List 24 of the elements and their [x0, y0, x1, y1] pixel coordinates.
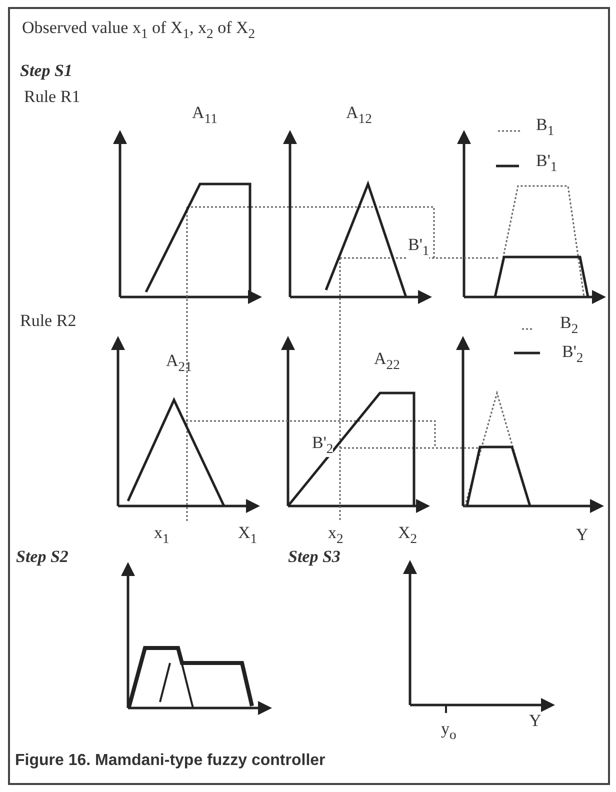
- plot-label: A$_{12}$: [346, 104, 372, 127]
- plot-label: x$_{2}$: [328, 524, 344, 547]
- step-heading: Step S3: [288, 548, 340, 567]
- plot-label: B'$_{1}$: [408, 236, 430, 259]
- step-heading: Step S1: [20, 62, 72, 81]
- plot-label: y$_{o}$: [441, 720, 456, 743]
- plot-label: Observed value x$_{1}$ of X$_{1}$, x$_{2}$ of X$_{2}$: [22, 19, 256, 42]
- legend-label: B$_{2}$: [560, 314, 578, 337]
- plot-label: Y: [576, 526, 588, 545]
- plot-label: Rule R1: [24, 88, 80, 107]
- plot-label: A$_{22}$: [374, 350, 400, 373]
- legend-label: B'$_{2}$: [562, 343, 584, 366]
- plot-label: X$_{2}$: [398, 524, 418, 547]
- plot-label: x$_{1}$: [154, 524, 170, 547]
- step-heading: Step S2: [16, 548, 68, 567]
- plot-label: A$_{11}$: [192, 104, 218, 127]
- legend-label: B'$_{1}$: [536, 152, 558, 175]
- legend-label: B$_{1}$: [536, 116, 554, 139]
- plot-label: Rule R2: [20, 312, 76, 331]
- plot-label: B'$_{2}$: [312, 434, 334, 457]
- figure-caption: Figure 16. Mamdani-type fuzzy controller: [15, 752, 326, 770]
- plot-label: A$_{21}$: [166, 352, 192, 375]
- plot-label: X$_{1}$: [238, 524, 258, 547]
- plot-label: Y: [529, 712, 542, 731]
